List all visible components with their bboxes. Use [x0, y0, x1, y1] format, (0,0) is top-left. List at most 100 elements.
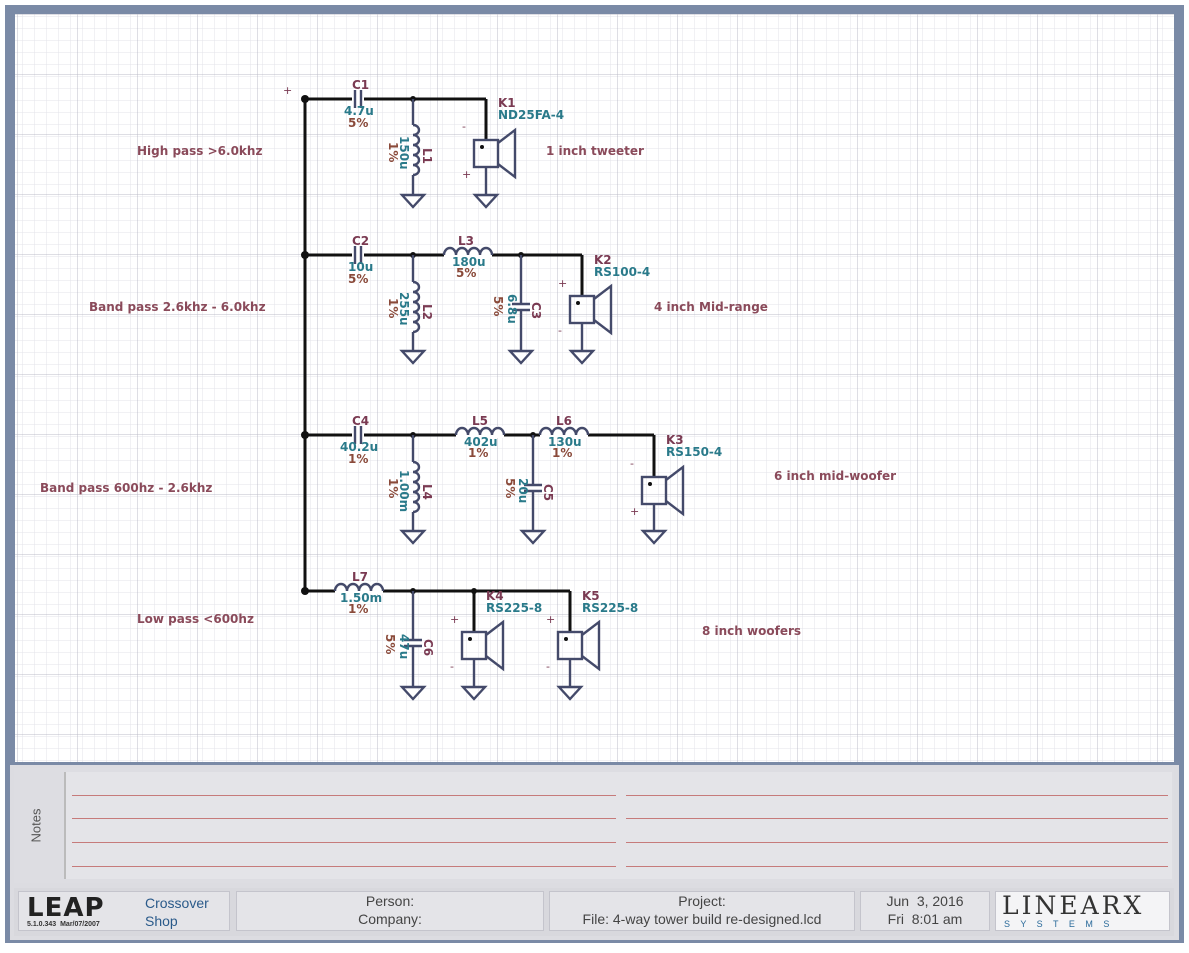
- svg-text:-: -: [450, 660, 454, 673]
- svg-text:L5: L5: [472, 414, 488, 428]
- speaker-k4[interactable]: + - K4 RS225-8: [450, 589, 542, 701]
- project-label: Project:: [678, 893, 726, 909]
- note-line: [72, 795, 616, 796]
- note-line: [72, 818, 616, 819]
- svg-text:RS100-4: RS100-4: [594, 265, 650, 279]
- svg-text:L1: L1: [420, 148, 434, 164]
- svg-text:1%: 1%: [348, 602, 368, 616]
- note-midrange: 4 inch Mid-range: [654, 300, 768, 314]
- ground-icon: [507, 349, 535, 365]
- svg-text:-: -: [558, 324, 562, 337]
- notes-label: Notes: [28, 808, 44, 843]
- speaker-k5[interactable]: + - K5 RS225-8: [546, 589, 638, 701]
- capacitor-c3[interactable]: C3 6.8u 5%: [491, 255, 543, 365]
- note-line: [626, 866, 1168, 867]
- ground-icon: [640, 529, 668, 545]
- note-line: [72, 842, 616, 843]
- time: Fri 8:01 am: [887, 911, 963, 927]
- svg-text:1%: 1%: [468, 446, 488, 460]
- person-label: Person:: [365, 893, 415, 909]
- svg-text:+: +: [462, 168, 471, 181]
- note-band-pass-1: Band pass 2.6khz - 6.0khz: [89, 300, 266, 314]
- svg-text:150u: 150u: [397, 136, 411, 170]
- project-cell: Project: File: 4-way tower build re-desi…: [549, 891, 855, 931]
- svg-text:5%: 5%: [383, 634, 397, 654]
- svg-text:10u: 10u: [348, 260, 373, 274]
- ground-icon: [519, 529, 547, 545]
- inductor-l2[interactable]: L2 255u 1%: [386, 255, 434, 365]
- ground-icon: [460, 685, 488, 701]
- ground-icon: [568, 349, 596, 365]
- linearx-logo: LINEARX: [1002, 891, 1145, 920]
- grid: [15, 14, 1174, 762]
- note-line: [72, 866, 616, 867]
- capacitor-c5[interactable]: C5 20u 5%: [503, 435, 555, 545]
- svg-text:RS150-4: RS150-4: [666, 445, 722, 459]
- svg-text:C6: C6: [421, 639, 435, 656]
- svg-text:L3: L3: [458, 234, 474, 248]
- svg-text:5%: 5%: [456, 266, 476, 280]
- svg-text:+: +: [630, 505, 639, 518]
- ground-icon: [399, 349, 427, 365]
- svg-text:K3: K3: [666, 433, 684, 447]
- svg-text:ND25FA-4: ND25FA-4: [498, 108, 564, 122]
- product-name: Crossover Shop: [145, 895, 209, 929]
- svg-text:RS225-8: RS225-8: [582, 601, 638, 615]
- svg-text:-: -: [630, 457, 634, 470]
- svg-text:L6: L6: [556, 414, 572, 428]
- note-midwoofer: 6 inch mid-woofer: [774, 469, 896, 483]
- ground-icon: [472, 193, 500, 209]
- ground-icon: [556, 685, 584, 701]
- svg-text:+: +: [546, 613, 555, 626]
- capacitor-c6[interactable]: C6 47u 5%: [383, 591, 435, 701]
- svg-text:K4: K4: [486, 589, 504, 603]
- svg-text:4.7u: 4.7u: [344, 104, 374, 118]
- notes-area[interactable]: [64, 772, 1172, 879]
- svg-text:1%: 1%: [552, 446, 572, 460]
- note-high-pass: High pass >6.0khz: [137, 144, 262, 158]
- version: 5.1.0.343 Mar/07/2007: [27, 921, 100, 928]
- capacitor-c1[interactable]: C1 4.7u 5%: [344, 78, 374, 130]
- person-company-cell: Person: Company:: [236, 891, 544, 931]
- inductor-l3[interactable]: L3 180u 5%: [442, 234, 494, 280]
- svg-text:5%: 5%: [491, 296, 505, 316]
- svg-text:5%: 5%: [348, 116, 368, 130]
- note-woofers: 8 inch woofers: [702, 624, 801, 638]
- inductor-l5[interactable]: L5 402u 1%: [454, 414, 506, 460]
- svg-text:255u: 255u: [397, 292, 411, 326]
- leap-logo-cell: LEAP 5.1.0.343 Mar/07/2007 Crossover Sho…: [18, 891, 230, 931]
- svg-text:+: +: [558, 277, 567, 290]
- note-line: [626, 842, 1168, 843]
- capacitor-c2[interactable]: C2 10u 5%: [348, 234, 373, 286]
- speaker-k3[interactable]: - + K3 RS150-4: [630, 433, 722, 545]
- svg-text:20u: 20u: [516, 478, 530, 503]
- note-line: [626, 795, 1168, 796]
- ground-icon: [399, 193, 427, 209]
- speaker-k2[interactable]: + - K2 RS100-4: [558, 253, 650, 365]
- svg-text:5%: 5%: [348, 272, 368, 286]
- speaker-k1[interactable]: - + K1 ND25FA-4: [462, 96, 564, 209]
- inductor-l6[interactable]: L6 130u 1%: [538, 414, 590, 460]
- svg-text:1%: 1%: [386, 478, 400, 498]
- svg-text:-: -: [546, 660, 550, 673]
- file-label: File: 4-way tower build re-designed.lcd: [582, 911, 822, 927]
- svg-text:-: -: [462, 120, 466, 133]
- svg-text:130u: 130u: [548, 435, 582, 449]
- ground-icon: [399, 529, 427, 545]
- svg-text:6.8u: 6.8u: [505, 294, 519, 324]
- note-band-pass-2: Band pass 600hz - 2.6khz: [40, 481, 212, 495]
- leap-logo: LEAP: [27, 893, 105, 923]
- capacitor-c4[interactable]: C4 40.2u 1%: [340, 414, 378, 466]
- inductor-l7[interactable]: L7 1.50m 1%: [333, 570, 385, 616]
- svg-text:5%: 5%: [503, 478, 517, 498]
- input-plus: +: [283, 84, 292, 97]
- svg-text:L2: L2: [420, 304, 434, 320]
- note-line: [626, 818, 1168, 819]
- note-tweeter: 1 inch tweeter: [546, 144, 644, 158]
- svg-text:+: +: [450, 613, 459, 626]
- inductor-l1[interactable]: L1 150u 1%: [386, 99, 434, 209]
- inductor-l4[interactable]: L4 1.00m 1%: [386, 435, 434, 545]
- svg-text:K1: K1: [498, 96, 516, 110]
- svg-text:40.2u: 40.2u: [340, 440, 378, 454]
